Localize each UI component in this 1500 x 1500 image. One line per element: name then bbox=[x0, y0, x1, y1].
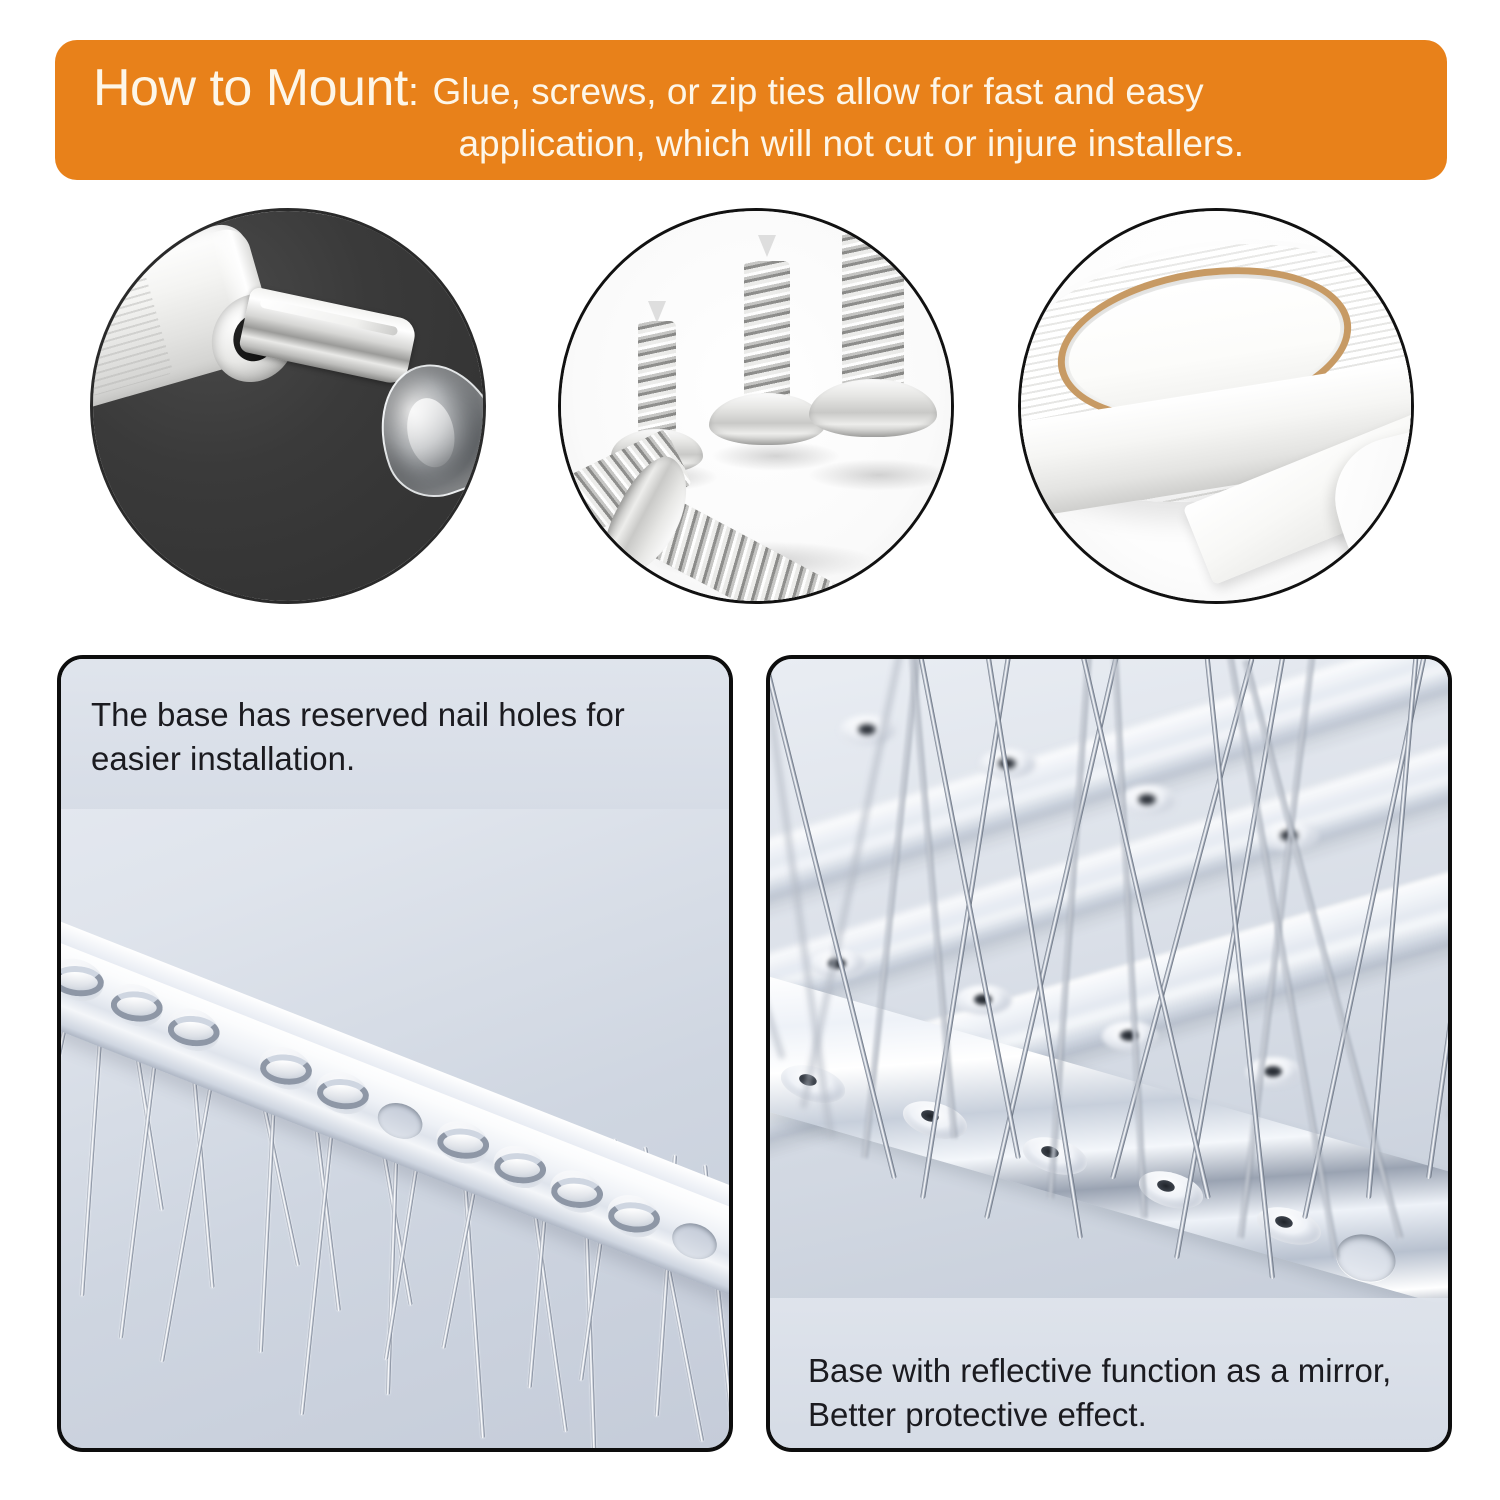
banner-title-text: How to Mount bbox=[93, 59, 408, 117]
nail-hole bbox=[372, 1096, 428, 1146]
left-caption-plate bbox=[61, 659, 729, 809]
left-caption-line1: The base has reserved nail holes for bbox=[91, 696, 625, 733]
right-caption-line1: Base with reflective function as a mirro… bbox=[808, 1352, 1392, 1389]
screw-shadow bbox=[711, 441, 841, 471]
spike-socket bbox=[1120, 785, 1176, 815]
screw-large-upright bbox=[809, 219, 937, 477]
screw-medium-upright bbox=[709, 235, 825, 477]
left-panel-caption: The base has reserved nail holes for eas… bbox=[91, 693, 691, 781]
banner-title-colon: : bbox=[407, 70, 419, 114]
screw-shank bbox=[842, 219, 904, 387]
right-caption-plate bbox=[770, 1298, 1448, 1448]
left-caption-line2: easier installation. bbox=[91, 740, 356, 777]
screw-head bbox=[809, 379, 937, 437]
weld-spot bbox=[723, 1237, 729, 1295]
screw-head bbox=[709, 393, 825, 445]
glue-tube-ribs bbox=[93, 257, 174, 397]
how-to-mount-banner: How to Mount: Glue, screws, or zip ties … bbox=[55, 40, 1447, 180]
screw-shank bbox=[638, 321, 676, 435]
reflective-base-photo: Base with reflective function as a mirro… bbox=[770, 659, 1448, 1448]
banner-title: How to Mount: bbox=[93, 54, 419, 122]
right-panel-caption: Base with reflective function as a mirro… bbox=[808, 1349, 1428, 1437]
wire-loop bbox=[728, 1250, 729, 1286]
screw-shadow bbox=[807, 459, 951, 491]
reflective-base-panel: Base with reflective function as a mirro… bbox=[766, 655, 1452, 1452]
banner-body: Glue, screws, or zip ties allow for fast… bbox=[418, 54, 1244, 170]
screws-photo-circle bbox=[558, 208, 954, 604]
spike-socket bbox=[1246, 1057, 1302, 1087]
screw-shank bbox=[744, 261, 790, 401]
banner-body-line1: Glue, screws, or zip ties allow for fast… bbox=[432, 71, 1204, 112]
banner-body-line2: application, which will not cut or injur… bbox=[458, 123, 1245, 164]
screw-tip bbox=[758, 235, 776, 257]
glue-photo-circle bbox=[90, 208, 486, 604]
nail-holes-panel: The base has reserved nail holes for eas… bbox=[57, 655, 733, 1452]
right-caption-line2: Better protective effect. bbox=[808, 1396, 1147, 1433]
screw-tip bbox=[648, 301, 666, 323]
nail-holes-photo: The base has reserved nail holes for eas… bbox=[61, 659, 729, 1448]
tape-photo-circle bbox=[1018, 208, 1414, 604]
nail-hole bbox=[666, 1216, 723, 1266]
